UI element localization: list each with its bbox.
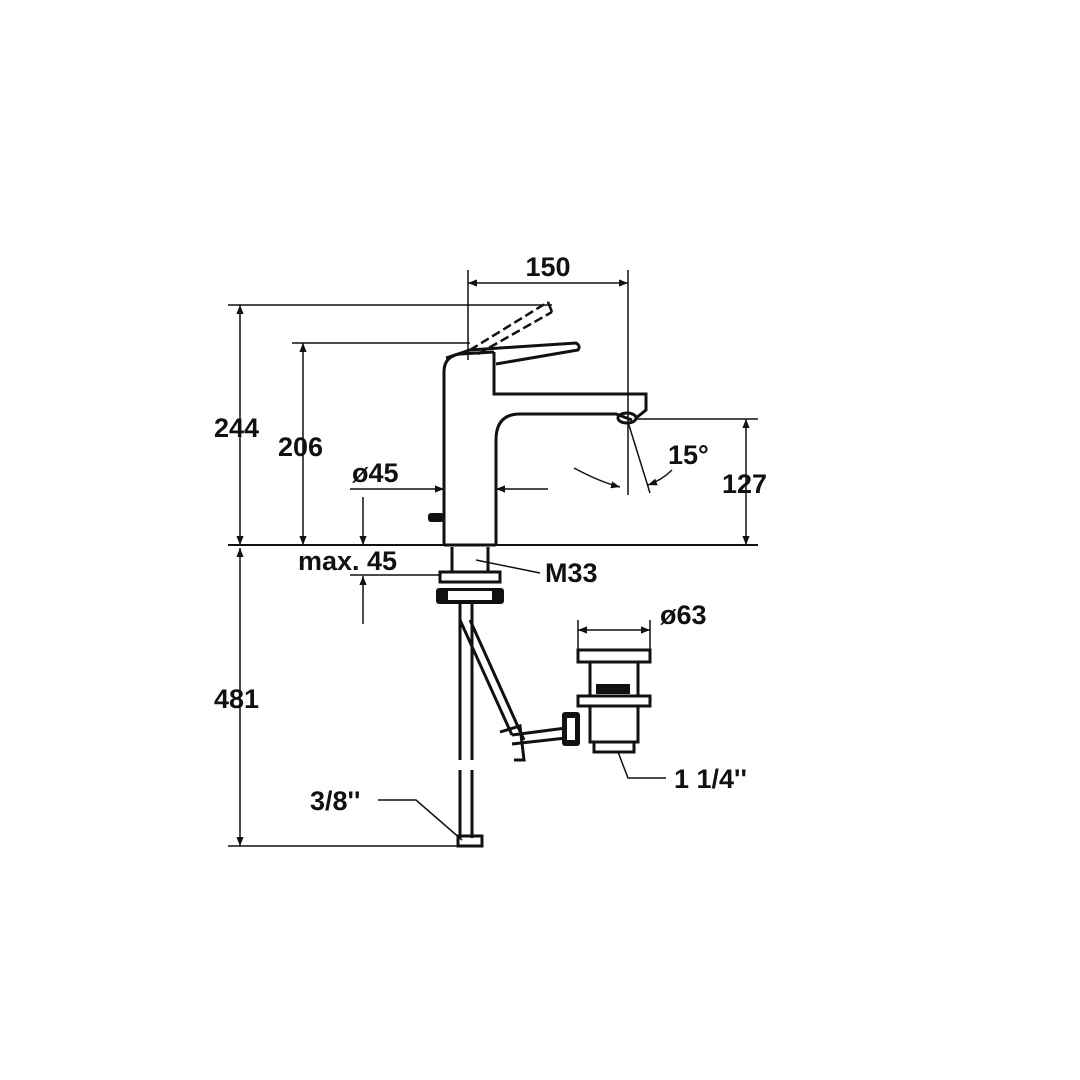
supply-hoses xyxy=(456,604,567,848)
dim-lever-angle: 15° xyxy=(668,440,709,470)
mounting-shank xyxy=(436,547,504,604)
pop-up-waste xyxy=(562,648,652,754)
dim-hose-connection: 3/8'' xyxy=(310,786,360,816)
dim-lever-height: 206 xyxy=(278,432,323,462)
dim-drain-diameter: ø63 xyxy=(660,600,707,630)
dim-thread: M33 xyxy=(545,558,598,588)
dim-total-height: 244 xyxy=(214,413,259,443)
dim-body-diameter: ø45 xyxy=(352,458,399,488)
dim-drain-outlet: 1 1/4'' xyxy=(674,764,747,794)
dim-hose-length: 481 xyxy=(214,684,259,714)
faucet-body xyxy=(428,341,648,547)
dimension-lines xyxy=(228,270,758,847)
dim-spout-height: 127 xyxy=(722,469,767,499)
dim-width-spout: 150 xyxy=(525,252,570,282)
dim-max-deck-thickness: max. 45 xyxy=(298,546,397,576)
lever-open-position xyxy=(469,300,554,356)
